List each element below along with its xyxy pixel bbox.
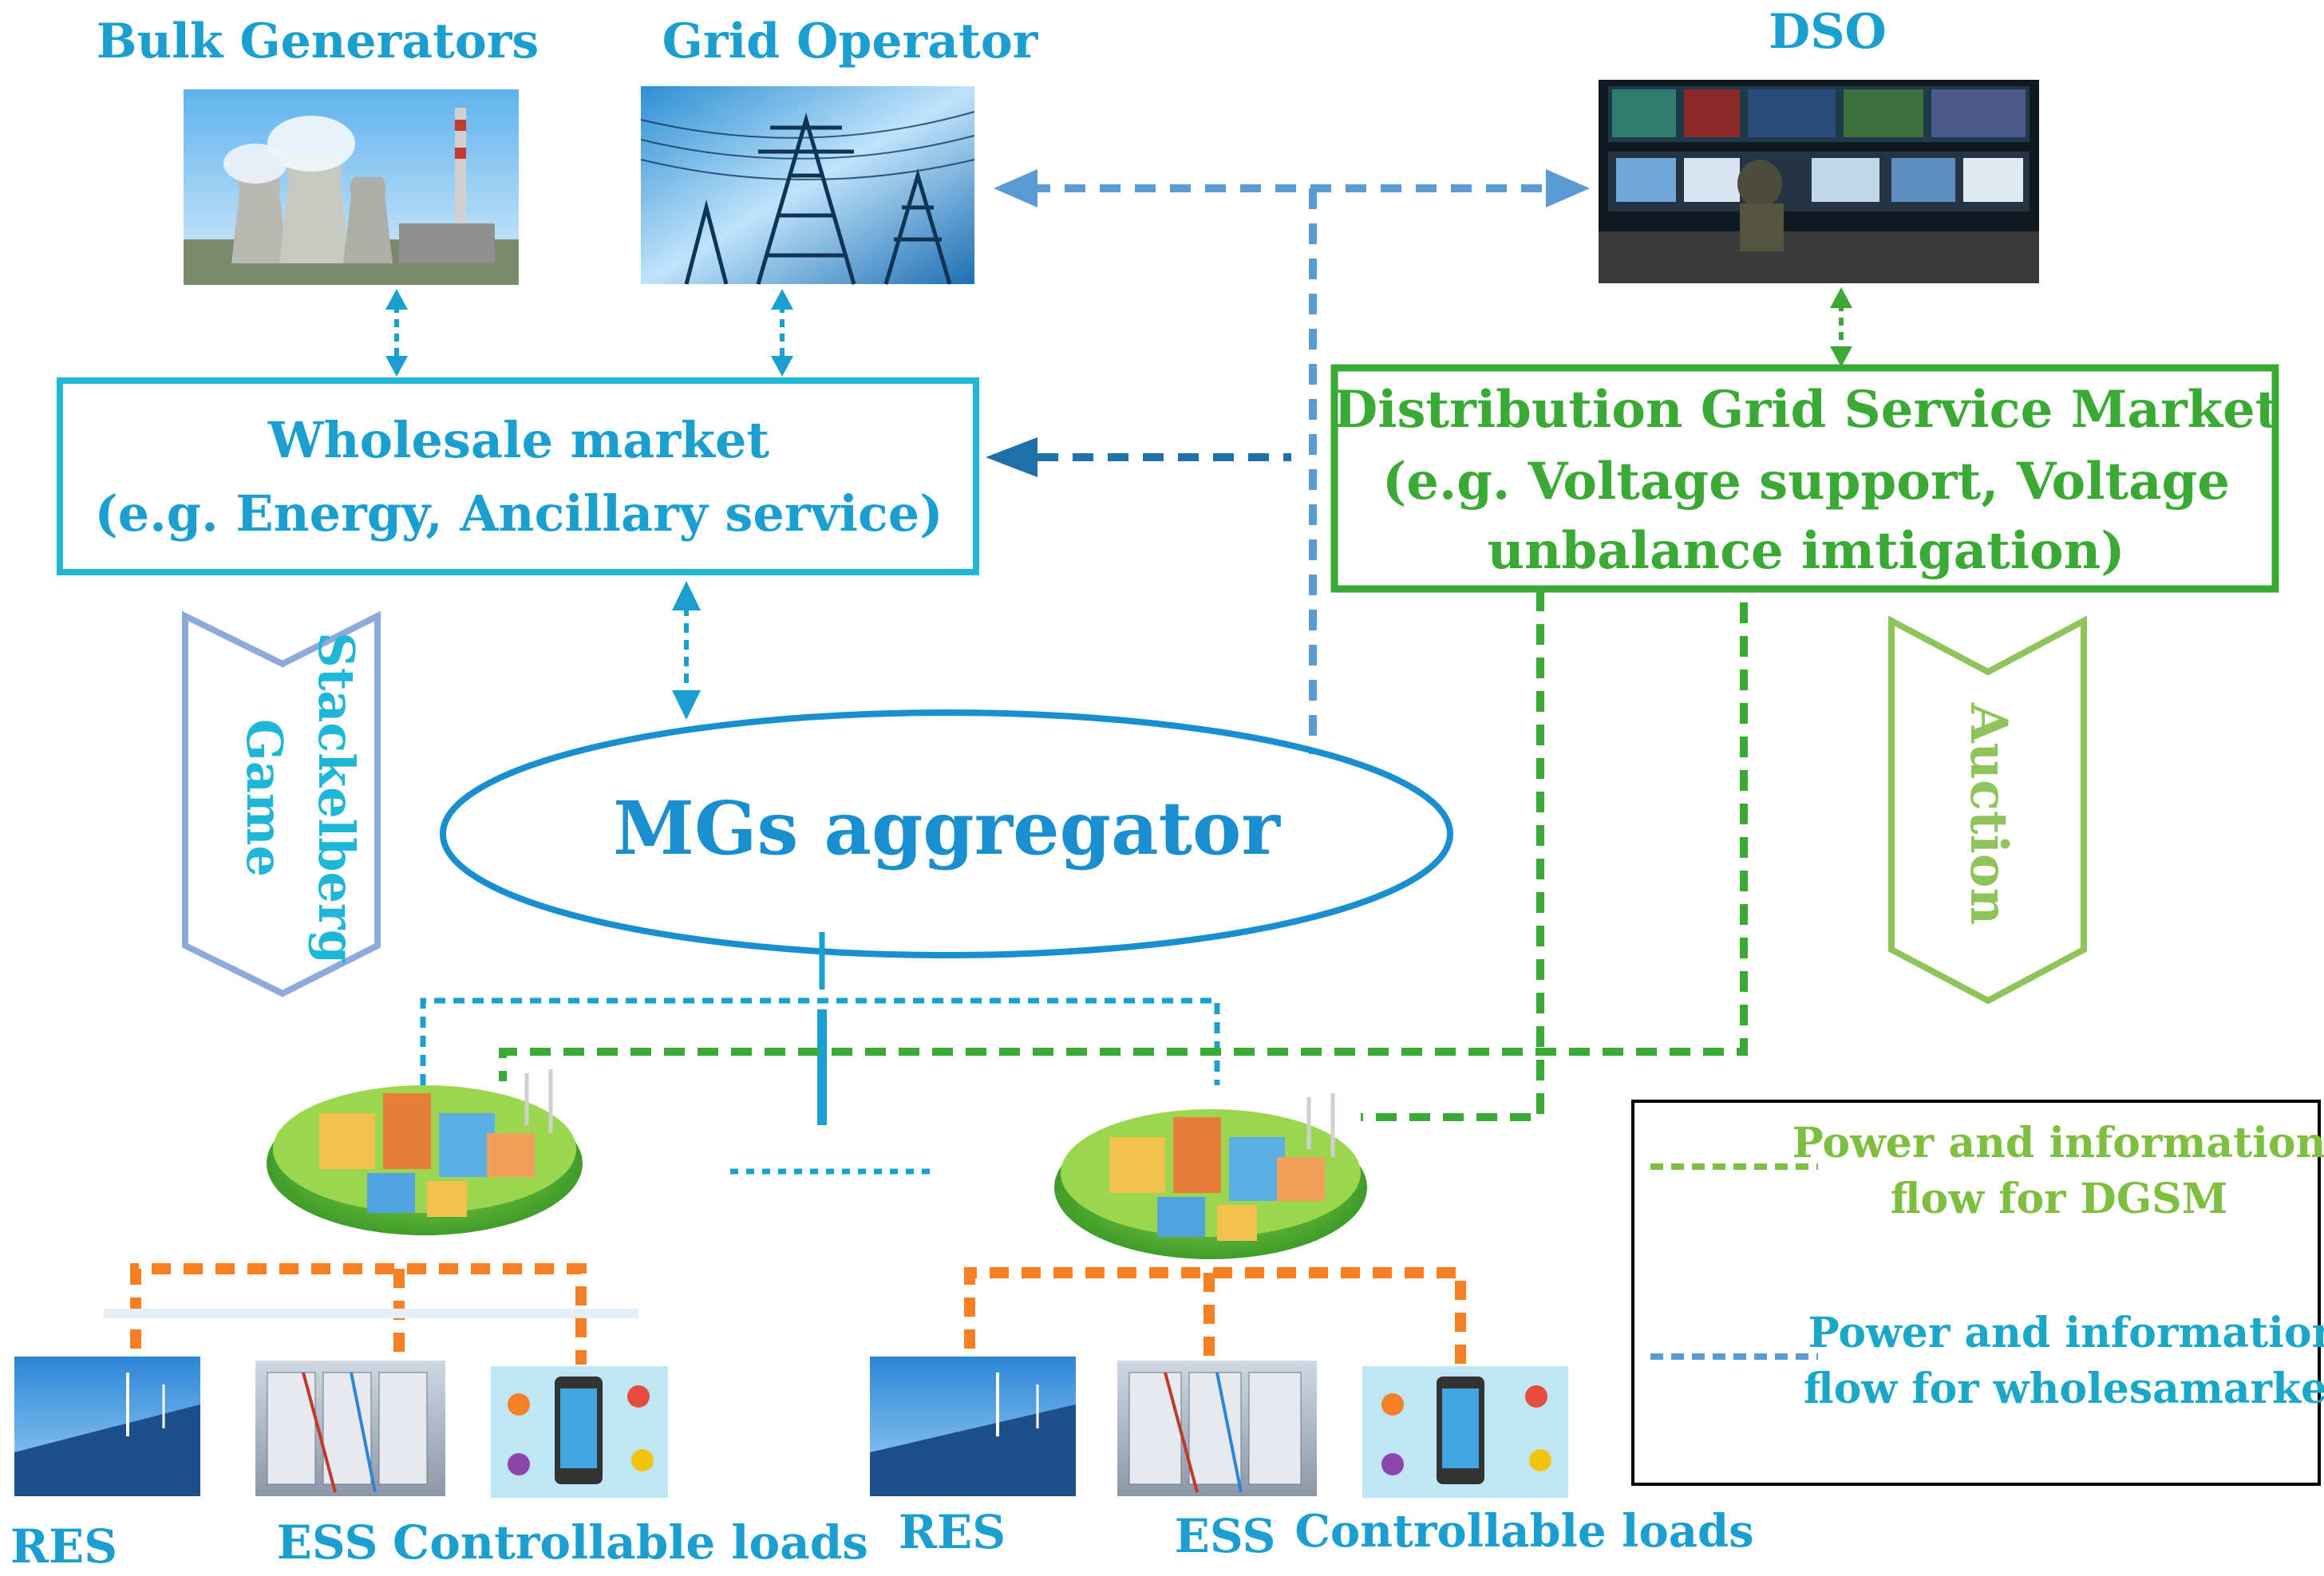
controllable-loads-label-left: Controllable loads (393, 1515, 868, 1570)
dgsm-wholesale-link (986, 437, 1291, 477)
wholesale-market-box (57, 377, 979, 575)
ess-image-right (1117, 1361, 1317, 1496)
transmission-tower-image (640, 86, 975, 285)
grid-operator-title: Grid Operator (662, 14, 1039, 69)
microgrid-left (267, 1069, 583, 1235)
bulk-generators-title: Bulk Generators (97, 14, 539, 69)
auction-arrow (1888, 615, 2087, 1005)
legend-box (1631, 1100, 2321, 1486)
dso-dgsm-link (1830, 287, 1852, 367)
grid-operator-wholesale-link (771, 289, 793, 377)
dgsm-flow-right-mg (1361, 591, 1544, 1121)
res-image-left (14, 1357, 200, 1496)
ess-label-left: ESS (277, 1515, 378, 1570)
dgsm-box (1330, 364, 2279, 593)
controllable-loads-label-right: Controllable loads (1294, 1505, 1753, 1558)
controllable-loads-image-right (1362, 1366, 1568, 1498)
dso-title: DSO (1769, 4, 1887, 60)
res-image-right (870, 1357, 1076, 1496)
control-room-image (1599, 80, 2039, 283)
controllable-loads-image-left (491, 1366, 668, 1498)
dgsm-examples-1: (e.g. Voltage support, Voltage (1382, 452, 2230, 512)
right-mg-distribution (964, 1267, 1466, 1365)
power-plant-image (184, 89, 519, 285)
dgsm-examples-2: unbalance imtigation) (1487, 521, 2124, 581)
microgrid-right (1054, 1093, 1367, 1259)
wholesale-flow-to-mgs (420, 997, 1220, 1085)
wholesale-market-examples: (e.g. Energy, Ancillary service) (94, 484, 943, 543)
mgs-aggregator (440, 709, 1453, 958)
stackelberg-arrow (182, 610, 381, 997)
wholesale-market-title: Wholesale market (267, 411, 770, 469)
game-label: Game (235, 719, 294, 877)
mgs-aggregator-label: MGs aggregator (613, 785, 1281, 871)
legend-green-label-1: Power and information (1792, 1119, 2324, 1167)
legend-blue-label-1: Power and information (1808, 1309, 2324, 1357)
dgsm-title: Distribution Grid Service Market (1334, 380, 2279, 440)
auction-label: Auction (1958, 702, 2018, 925)
wholesale-aggregator-link (672, 581, 701, 720)
ess-image-left (255, 1361, 445, 1496)
legend-blue-label-2: flow for wholesamarket (1804, 1365, 2324, 1413)
stackelberg-label: Stackelberg (307, 632, 366, 964)
bulk-gen-wholesale-link (385, 289, 408, 377)
legend-green-label-2: flow for DGSM (1891, 1175, 2228, 1223)
res-label-left: RES (10, 1519, 117, 1574)
operator-dso-link (994, 169, 1590, 207)
ess-label-right: ESS (1175, 1509, 1276, 1563)
res-label-right: RES (899, 1505, 1006, 1559)
left-shadow-bar (104, 1309, 638, 1318)
